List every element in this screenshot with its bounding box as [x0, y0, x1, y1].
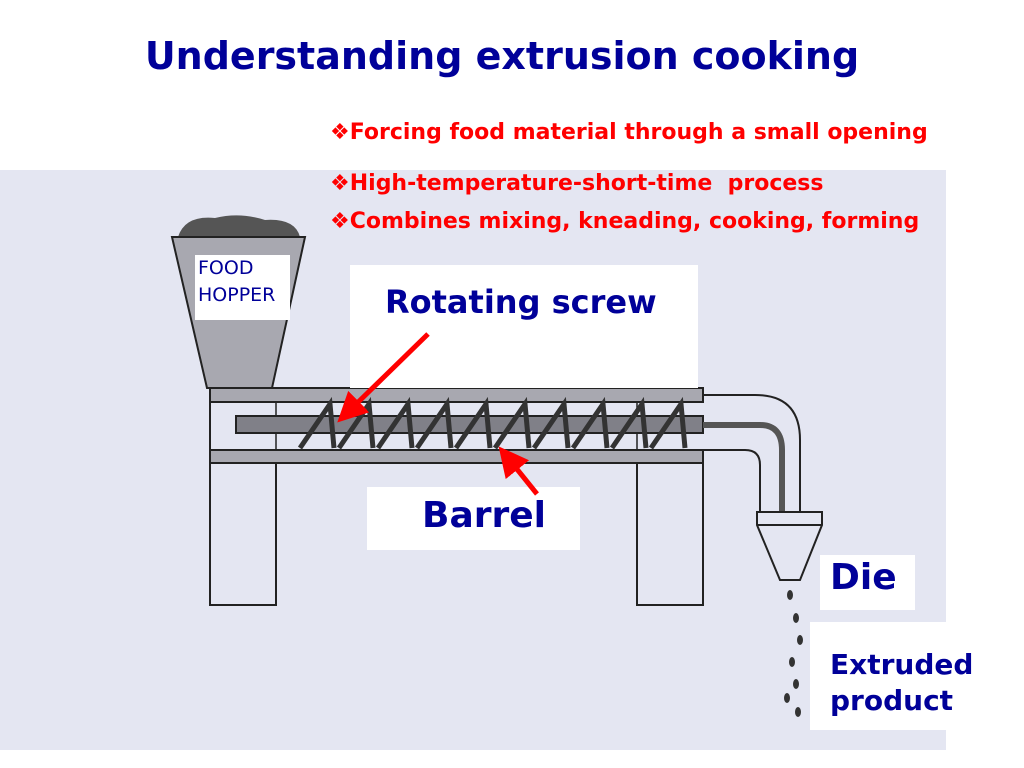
screw-flight	[453, 396, 493, 450]
bullet-2: ❖High-temperature-short-time process	[330, 171, 824, 196]
hopper-label: FOOD HOPPER	[195, 255, 290, 320]
screw-label: Rotating screw	[350, 265, 698, 388]
screw-flight	[570, 396, 610, 450]
extruded-product-dots	[784, 590, 803, 717]
die-label: Die	[820, 555, 915, 610]
screw-flight	[414, 396, 454, 450]
screw-flight	[609, 396, 649, 450]
bullet-text: Forcing food material through a small op…	[349, 120, 928, 145]
product-label-line1: Extruded	[830, 648, 974, 681]
screw-flight	[531, 396, 571, 450]
bullet-text: Combines mixing, kneading, cooking, form…	[349, 209, 920, 234]
bullet-icon: ❖	[330, 209, 350, 234]
bullet-icon: ❖	[330, 171, 350, 196]
die	[756, 511, 823, 581]
screw-flight	[492, 396, 532, 450]
barrel-top	[209, 387, 704, 403]
food-mound	[178, 215, 300, 237]
product-label: Extruded product	[810, 622, 986, 730]
barrel-label: Barrel	[367, 487, 580, 550]
screw-flight	[297, 396, 337, 450]
hopper-label-line1: FOOD	[198, 257, 254, 279]
bullet-1: ❖Forcing food material through a small o…	[330, 120, 928, 145]
product-label-line2: product	[830, 684, 954, 717]
outlet-pipe	[703, 394, 801, 512]
bullet-text: High-temperature-short-time process	[349, 171, 824, 196]
bullet-icon: ❖	[330, 120, 350, 145]
screw-flight	[648, 396, 688, 450]
right-leg	[636, 462, 704, 606]
left-leg	[209, 462, 277, 606]
bullet-3: ❖Combines mixing, kneading, cooking, for…	[330, 209, 919, 234]
hopper-label-line2: HOPPER	[198, 284, 276, 306]
barrel-bottom	[209, 449, 704, 464]
slide-title: Understanding extrusion cooking	[144, 34, 860, 78]
